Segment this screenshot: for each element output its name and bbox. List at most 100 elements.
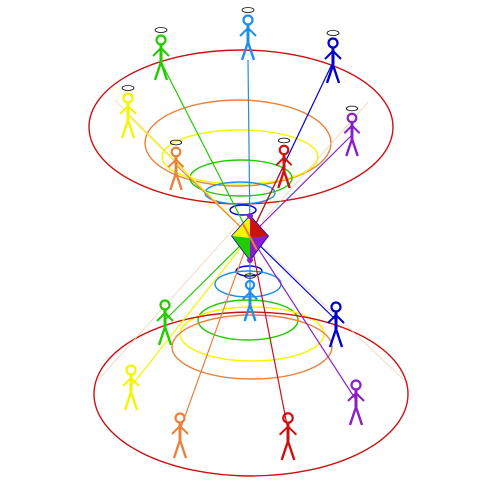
cone-ring	[229, 204, 257, 216]
figure-head	[330, 301, 342, 313]
stick-figure-upper-red	[275, 137, 293, 189]
cone-ring	[93, 311, 409, 477]
central-crystal	[231, 213, 269, 263]
figure-arm	[335, 314, 345, 324]
halo-icon	[345, 105, 359, 112]
figure-leg	[246, 41, 256, 61]
figure-leg	[348, 406, 358, 426]
figure-leg	[153, 61, 163, 81]
ray-line	[249, 235, 337, 321]
figure-head	[155, 34, 167, 46]
stick-figure-upper-orange	[167, 139, 185, 191]
figure-leg	[120, 119, 130, 139]
halo-icon	[154, 27, 168, 33]
ray-line	[249, 235, 357, 401]
figure-leg	[282, 170, 291, 189]
halo-icon	[241, 7, 255, 13]
crystal-facet	[250, 216, 268, 238]
figure-arm	[179, 425, 189, 435]
figure-arm	[283, 156, 293, 166]
figure-arm	[324, 50, 334, 60]
figure-arm	[119, 105, 129, 115]
stick-figure-lower-yellow	[122, 364, 140, 411]
figure-arm	[327, 314, 337, 324]
figure-leg	[159, 61, 169, 81]
figure-arm	[275, 156, 285, 166]
figure-head	[327, 37, 339, 49]
halo-icon	[121, 85, 135, 91]
crystal-facet	[250, 236, 268, 260]
ray-line	[131, 235, 251, 386]
figure-arm	[152, 47, 162, 57]
figure-leg	[169, 172, 178, 191]
stick-figure-lower-cyan	[242, 273, 258, 322]
figure-leg	[248, 304, 257, 322]
stick-figure-lower-violet	[347, 379, 365, 426]
figure-leg	[240, 41, 250, 61]
cone-ring	[179, 306, 325, 362]
stick-figure-upper-violet	[343, 105, 361, 157]
figure-head	[170, 146, 182, 158]
ray-line	[175, 164, 251, 237]
stick-figure-upper-green	[152, 27, 170, 81]
figure-arm	[171, 425, 181, 435]
figure-arm	[167, 158, 177, 168]
cone-ring	[161, 129, 319, 185]
figure-head	[242, 14, 254, 26]
figure-arm	[332, 50, 342, 60]
figure-leg	[178, 439, 188, 459]
figure-head	[125, 364, 137, 376]
crystal-facet	[232, 236, 250, 260]
cone-ring	[197, 299, 299, 341]
figure-arm	[351, 124, 361, 134]
figure-leg	[286, 440, 296, 461]
halo-icon	[277, 137, 291, 144]
figure-arm	[249, 291, 258, 301]
figure-head	[350, 379, 362, 391]
figure-leg	[277, 170, 286, 189]
stick-figure-lower-blue	[327, 301, 345, 348]
ray-line	[164, 235, 251, 321]
ray-line	[179, 235, 251, 431]
figure-arm	[247, 27, 257, 37]
figure-leg	[334, 328, 344, 348]
stick-figure-upper-blue	[324, 30, 342, 84]
figure-leg	[174, 172, 183, 191]
stick-figure-upper-cyan	[239, 7, 257, 61]
stick-figure-lower-red	[278, 412, 298, 461]
crystal-facet	[232, 216, 250, 238]
figure-head	[346, 112, 358, 124]
cone-ring	[144, 99, 332, 187]
crystal-tip	[247, 213, 253, 219]
figure-leg	[126, 119, 136, 139]
ray-line	[159, 59, 251, 237]
figure-arm	[239, 27, 249, 37]
figure-leg	[243, 304, 252, 322]
figure-arm	[156, 312, 166, 322]
ray-line	[249, 235, 289, 431]
figure-head	[278, 144, 290, 156]
figure-arm	[127, 105, 137, 115]
figure-arm	[242, 291, 251, 301]
figure-leg	[163, 326, 173, 346]
halo-icon	[169, 139, 183, 146]
figure-leg	[350, 138, 359, 157]
stick-figure-lower-orange	[171, 412, 189, 459]
figure-arm	[355, 392, 365, 402]
figure-leg	[325, 64, 335, 84]
ray-line	[249, 134, 353, 237]
figure-arm	[175, 158, 185, 168]
halo-icon	[244, 273, 256, 279]
figure-arm	[164, 312, 174, 322]
figure-leg	[123, 391, 133, 411]
figure-arm	[122, 377, 132, 387]
halo-icon	[326, 30, 340, 36]
figure-head	[122, 92, 134, 104]
figure-leg	[331, 64, 341, 84]
figure-arm	[343, 124, 353, 134]
figure-leg	[157, 326, 167, 346]
ray-line	[247, 59, 251, 237]
figure-leg	[345, 138, 354, 157]
figure-leg	[354, 406, 364, 426]
